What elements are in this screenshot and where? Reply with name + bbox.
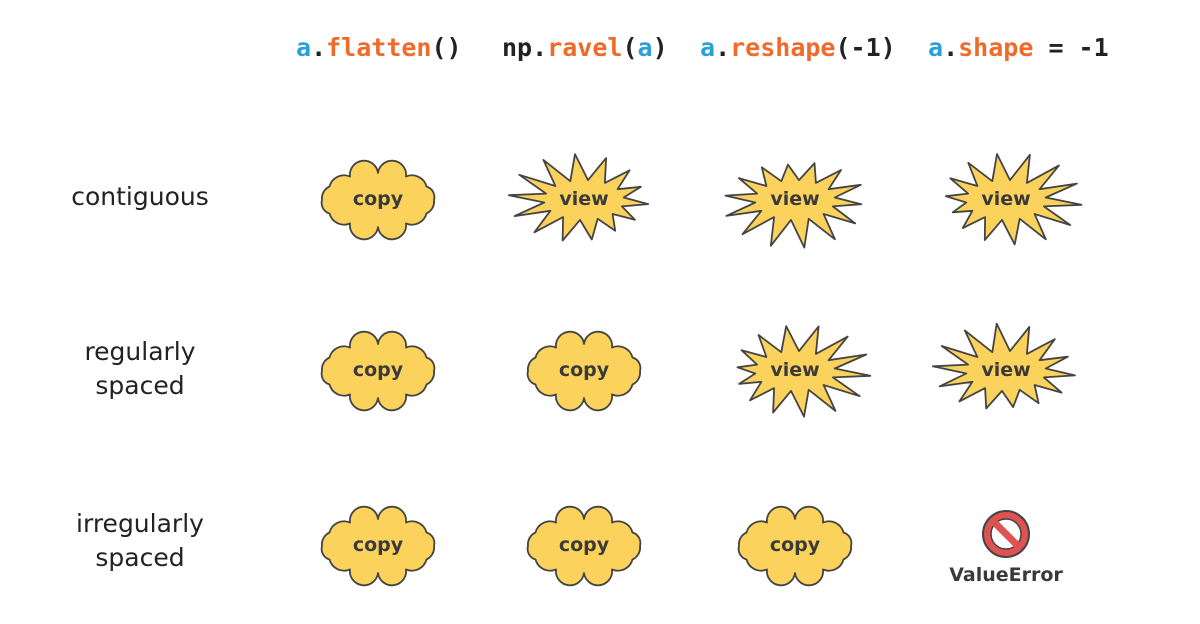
copy-label: copy — [352, 359, 404, 381]
view-label: view — [559, 188, 609, 210]
copy-label: copy — [558, 359, 610, 381]
cell-view-r1-c2: view — [508, 150, 659, 250]
cloud-shape — [526, 330, 642, 412]
cell-copy-r3-c3: copy — [720, 496, 870, 596]
column-header-token: a — [637, 33, 653, 62]
error-label: ValueError — [949, 564, 1063, 586]
cell-view-r1-c4: view — [931, 150, 1083, 250]
column-header-token: = -1 — [1033, 33, 1109, 62]
cell-copy-r2-c1: copy — [303, 321, 453, 421]
column-header-token: a — [700, 33, 716, 62]
column-header-3: a.reshape(-1) — [700, 28, 896, 68]
row-label-2: spaced — [95, 371, 185, 400]
column-header-token: reshape — [730, 33, 836, 62]
copy-label: copy — [769, 534, 821, 556]
column-header-token: . — [311, 33, 327, 62]
column-header-token: ( — [622, 33, 638, 62]
burst-shape — [944, 153, 1083, 246]
cell-copy-r3-c2: copy — [509, 496, 659, 596]
column-header-token: . — [943, 33, 959, 62]
column-header-token: np — [502, 33, 533, 62]
cell-view-r2-c4: view — [931, 321, 1081, 421]
view-label: view — [770, 188, 820, 210]
row-label-3: spaced — [95, 543, 185, 572]
cell-copy-r1-c1: copy — [303, 150, 453, 250]
burst-shape — [508, 153, 650, 242]
row-label-2: regularly — [84, 337, 196, 366]
cloud-shape — [737, 505, 853, 587]
burst-shape — [724, 162, 863, 249]
row-label-3: irregularly — [76, 509, 204, 538]
column-header-2: np.ravel(a) — [502, 28, 668, 68]
cloud-shape — [320, 505, 436, 587]
cloud-shape — [526, 505, 642, 587]
cell-error-r3-c4: ValueError — [926, 506, 1086, 596]
cell-copy-r3-c1: copy — [303, 496, 453, 596]
column-header-token: ravel — [547, 33, 623, 62]
column-header-token: . — [715, 33, 731, 62]
view-label: view — [981, 359, 1031, 381]
cloud-shape — [320, 330, 436, 412]
no-entry-icon — [982, 510, 1030, 558]
column-header-token: () — [431, 33, 462, 62]
column-header-token: (-1) — [835, 33, 896, 62]
cell-copy-r2-c2: copy — [509, 321, 659, 421]
column-header-token: . — [532, 33, 548, 62]
burst-shape — [736, 325, 872, 418]
column-header-token: a — [928, 33, 944, 62]
cell-view-r1-c3: view — [720, 150, 870, 250]
copy-label: copy — [352, 188, 404, 210]
column-header-token: flatten — [326, 33, 432, 62]
cell-view-r2-c3: view — [720, 321, 872, 421]
copy-label: copy — [352, 534, 404, 556]
column-header-token: a — [296, 33, 312, 62]
cloud-shape — [320, 159, 436, 241]
row-label-1: contiguous — [71, 182, 209, 211]
column-header-1: a.flatten() — [296, 28, 462, 68]
copy-label: copy — [558, 534, 610, 556]
column-header-4: a.shape = -1 — [928, 28, 1109, 68]
column-header-token: shape — [958, 33, 1034, 62]
view-label: view — [770, 359, 820, 381]
view-label: view — [981, 188, 1031, 210]
column-header-token: ) — [652, 33, 668, 62]
burst-shape — [931, 322, 1076, 410]
